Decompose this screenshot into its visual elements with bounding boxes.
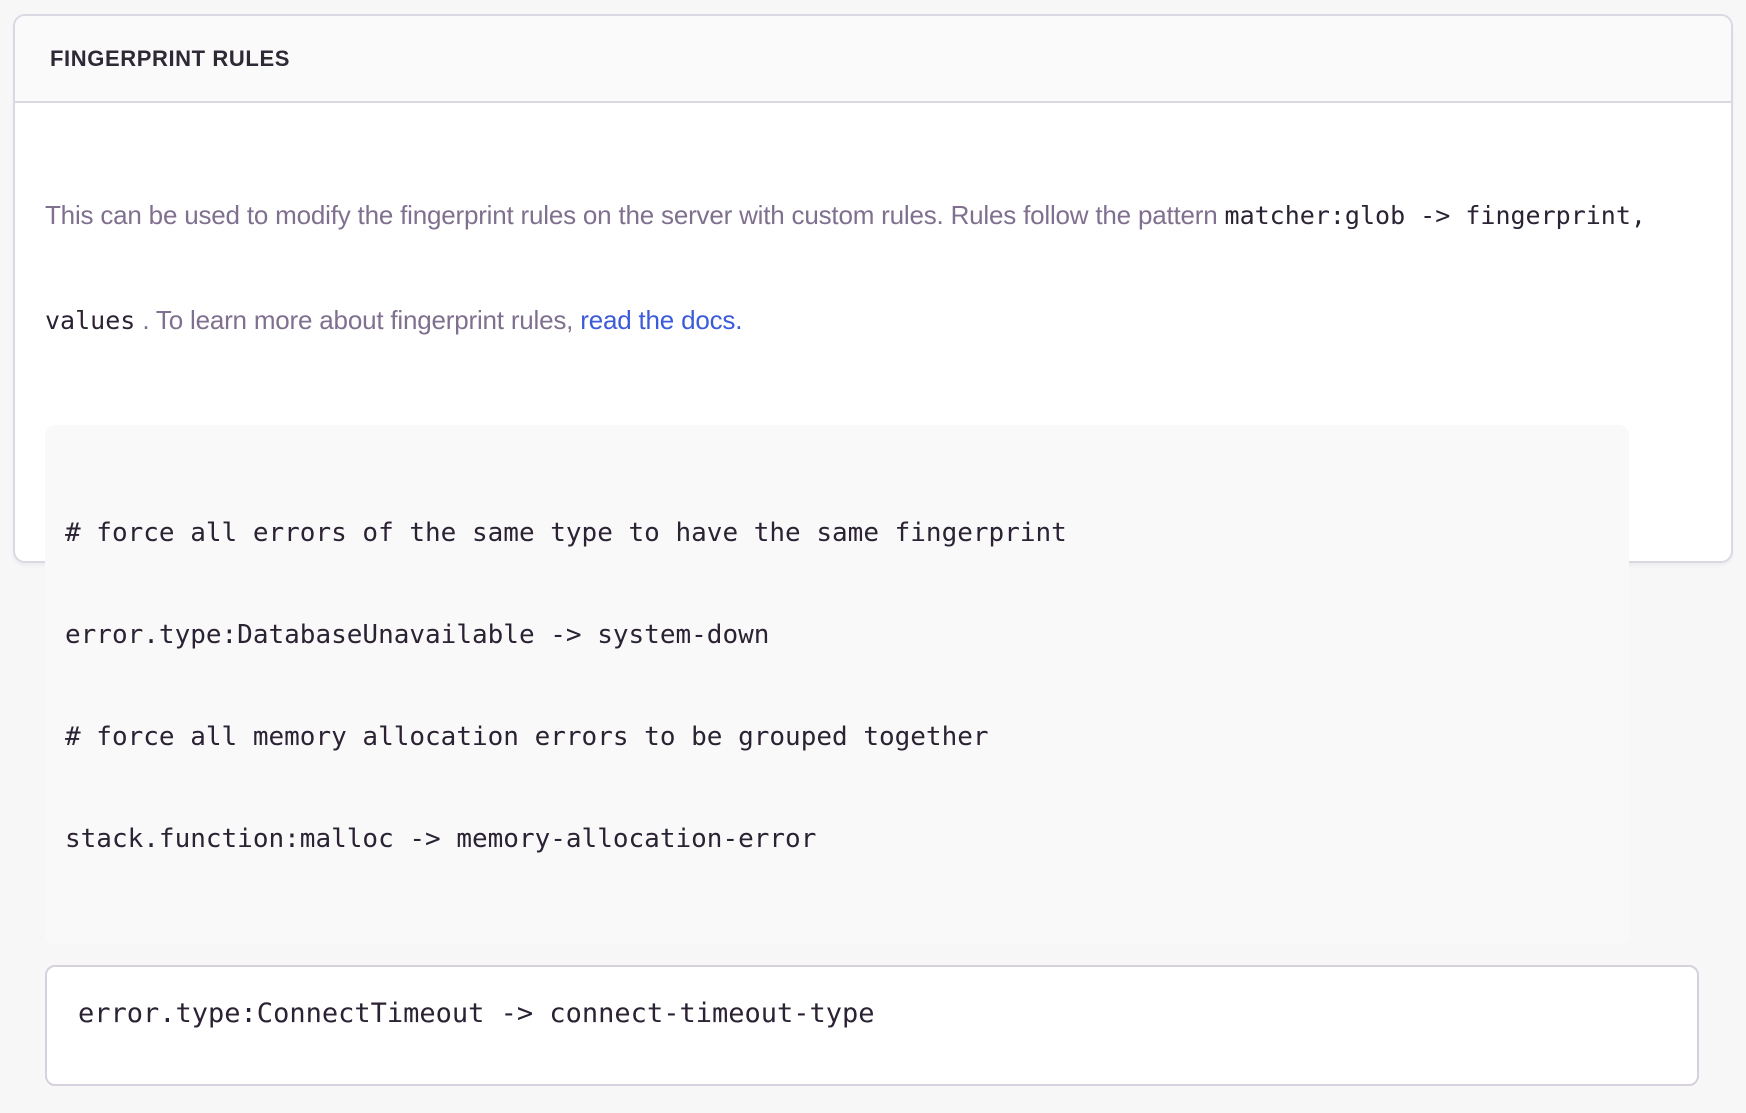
panel-header: FINGERPRINT RULES (15, 16, 1731, 103)
pattern-inline-code-2: values (45, 306, 136, 335)
example-rules-code-block: # force all errors of the same type to h… (45, 425, 1629, 944)
description-line-2: values . To learn more about fingerprint… (45, 303, 1699, 338)
example-code-line: # force all errors of the same type to h… (65, 518, 1067, 548)
example-code-line: stack.function:malloc -> memory-allocati… (65, 824, 817, 854)
description-period: . (735, 305, 743, 335)
fingerprint-rules-panel: FINGERPRINT RULES This can be used to mo… (13, 14, 1733, 1086)
read-the-docs-link[interactable]: read the docs (580, 305, 736, 335)
panel-title: FINGERPRINT RULES (50, 45, 290, 71)
panel-body: This can be used to modify the fingerpri… (15, 103, 1731, 1113)
pattern-inline-code-1: matcher:glob -> fingerprint, (1224, 201, 1646, 230)
example-code-line: error.type:DatabaseUnavailable -> system… (65, 620, 770, 650)
description-line-1: This can be used to modify the fingerpri… (45, 198, 1699, 233)
description-text-1: This can be used to modify the fingerpri… (45, 200, 1225, 230)
example-code-line: # force all memory allocation errors to … (65, 722, 989, 752)
fingerprint-rules-input[interactable]: error.type:ConnectTimeout -> connect-tim… (45, 965, 1699, 1086)
panel-description: This can be used to modify the fingerpri… (45, 128, 1699, 408)
description-text-2: . To learn more about fingerprint rules, (135, 305, 581, 335)
